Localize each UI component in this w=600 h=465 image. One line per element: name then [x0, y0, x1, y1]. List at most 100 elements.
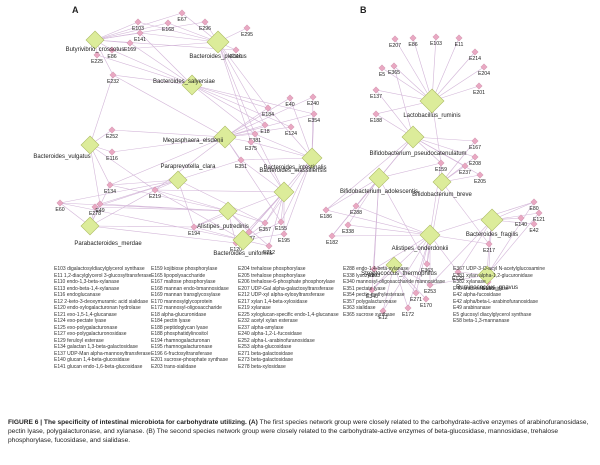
panel-b-edge	[375, 89, 414, 138]
panel-b-enzyme-label: E188	[370, 118, 382, 124]
panel-a-enzyme-node: E225	[91, 51, 103, 65]
panel-b-enzyme-diamond	[352, 202, 360, 210]
legend-entry: E120 endo-xylogalacturonan hydrolase	[54, 305, 141, 311]
panel-a-enzyme-label: E295	[241, 32, 253, 38]
panel-a-enzyme-label: E194	[188, 231, 200, 237]
panel-a-enzyme-label: E155	[275, 226, 287, 232]
legend-entry: E203 trans-sialidase	[151, 363, 197, 370]
panel-b-enzyme-node: E159	[435, 159, 447, 173]
panel-b-enzyme-label: E80	[529, 206, 538, 212]
panel-a-edge	[240, 157, 313, 161]
legend-entry: E121 exo-1,5-1,4-glucanase	[54, 311, 117, 318]
panel-a-species-node: Bacteroides_vulgatus	[33, 135, 100, 160]
panel-b-edge	[431, 66, 485, 102]
panel-a-species-diamond	[206, 30, 230, 54]
panel-a-species-node: Paraprevotella_clara	[160, 164, 216, 190]
panel-a-edge	[248, 191, 285, 233]
panel-a-enzyme-label: E116	[106, 156, 118, 162]
legend-entry: E5 glucosyl diacylglycerol synthase	[453, 311, 532, 318]
panel-b-species-node: Bifidobacterium_breve	[412, 172, 473, 198]
panel-b-enzyme-label: E196	[482, 286, 494, 292]
panel-a-enzyme-node: E357	[259, 219, 271, 233]
legend-entry: E207 UDP-Gal alpha-galactosyltransferase	[238, 285, 334, 292]
panel-a-edge	[267, 107, 313, 159]
panel-a-enzyme-diamond	[178, 9, 186, 17]
panel-a-edge	[59, 179, 179, 204]
panel-b-enzyme-label: E214	[469, 56, 481, 62]
panel-a-enzyme-node: E278	[89, 203, 101, 217]
panel-b-enzyme-label: E121	[533, 217, 545, 223]
panel-a-species-label: Bacteroides_vulgatus	[33, 154, 90, 160]
panel-a-enzyme-diamond	[264, 104, 272, 112]
panel-b-enzyme-node: E186	[320, 206, 332, 220]
legend-entry: E113 endo-beta-1,4-xylanase	[54, 285, 120, 292]
panel-a-edge	[111, 129, 226, 138]
legend-entry: E232 acetyl xylan esterase	[238, 318, 298, 324]
legend-entry: E204 trehalose phosphorylase	[238, 266, 306, 272]
panel-b-enzyme-node: E217	[483, 240, 495, 254]
panel-b-enzyme-node: E12	[378, 307, 388, 321]
panel-b-enzyme-node: E103	[430, 33, 442, 47]
panel-b-edge	[382, 264, 395, 312]
panel-b-edge	[429, 219, 493, 286]
panel-a-edge	[217, 41, 266, 126]
panel-a-enzyme-label: E110	[230, 54, 242, 60]
panel-a-species-node: Butyrivibrio_crossotus	[66, 30, 125, 53]
panel-a-edge	[154, 189, 285, 193]
panel-a-enzyme-diamond	[96, 200, 104, 208]
panel-a-species-label: Butyrivibrio_crossotus	[66, 47, 125, 53]
panel-b-enzyme-diamond	[409, 34, 417, 42]
panel-a-enzyme-node: E141	[134, 29, 146, 43]
panel-a-species-label: Bacteroides_uniformis	[213, 251, 272, 257]
panel-a-edge	[94, 21, 139, 41]
panel-a-enzyme-label: E212	[263, 250, 275, 256]
panel-a-enzyme-node: E232	[107, 71, 119, 85]
panel-a-enzyme-diamond	[126, 39, 134, 47]
panel-a-enzyme-node: E155	[275, 218, 287, 232]
panel-b-species-diamond	[480, 208, 504, 232]
panel-a-edge	[177, 179, 195, 228]
legend-entry: E195 rhamnogalacturonase	[151, 344, 213, 350]
legend-entry: E124 exo-pectate lyase	[54, 318, 107, 324]
panel-b-enzyme-diamond	[426, 281, 434, 289]
panel-b-enzyme-diamond	[322, 206, 330, 214]
panel-b-enzyme-diamond	[372, 110, 380, 118]
panel-a-letter: A	[72, 5, 79, 15]
panel-a-enzyme-label: E67	[177, 17, 186, 23]
panel-b-enzyme-node: E207	[389, 35, 401, 49]
legend-entry: E184 pectin lyase	[151, 318, 191, 324]
panel-a-enzyme-label: E225	[91, 59, 103, 65]
panel-b-species-diamond	[432, 172, 452, 192]
panel-a-edge	[191, 84, 269, 109]
panel-a-enzyme-node: E296	[199, 18, 211, 32]
panel-b-enzyme-node: E42	[529, 220, 539, 234]
panel-a-enzyme-label: E103	[132, 26, 144, 32]
panel-a-enzyme-label: E18	[260, 129, 269, 135]
panel-b-species-diamond	[419, 224, 441, 246]
panel-a-enzyme-diamond	[261, 121, 269, 129]
panel-b-edge	[393, 65, 414, 138]
panel-b-enzyme-node: E340	[366, 286, 378, 300]
panel-a-species-label: Paraprevotella_clara	[160, 164, 216, 170]
legend-entry: E351 pectate lyase	[343, 285, 386, 292]
panel-a-edge	[224, 136, 282, 223]
panel-a-enzyme-label: E252	[106, 134, 118, 140]
panel-a-edge	[109, 136, 226, 186]
panel-b-enzyme-diamond	[378, 64, 386, 72]
panel-a-enzyme-diamond	[190, 223, 198, 231]
panel-a-enzyme-label: E40	[285, 102, 294, 108]
panel-b-edge	[412, 136, 466, 167]
panel-a-enzyme-node: E184	[262, 104, 274, 118]
panel-a-species-label: Bacteroides_salyersiae	[153, 79, 216, 85]
panel-b-enzyme-diamond	[530, 220, 538, 228]
panel-b-enzyme-label: E271	[410, 297, 422, 303]
panel-a-enzyme-label: E169	[124, 47, 136, 53]
panel-a-species-node: Bacteroides_plebeius	[189, 30, 247, 60]
legend-entry: E42 alpha/beta-L-arabinofuranosidase	[453, 298, 539, 305]
panel-b-enzyme-diamond	[422, 295, 430, 303]
panel-b-enzyme-diamond	[461, 162, 469, 170]
panel-a-edge	[89, 189, 156, 227]
panel-a-enzyme-node: E86	[107, 46, 117, 60]
